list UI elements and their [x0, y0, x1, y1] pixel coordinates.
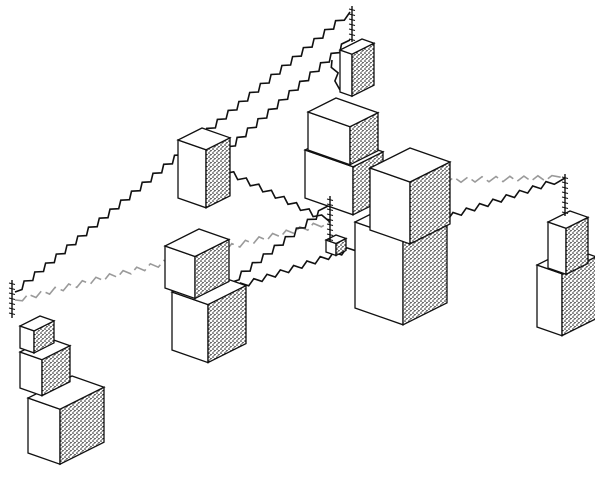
right-tower-upper-block [548, 211, 588, 274]
top-small-tower-block-left-face [340, 50, 352, 96]
large-right-upper-block [370, 148, 450, 244]
tilted-upper-left-block-left-face [178, 140, 206, 208]
link-top-tower-internal [331, 60, 340, 90]
right-tower-lower-block-left-face [537, 265, 562, 336]
top-antenna-mast [349, 6, 355, 42]
right-antenna-mast [562, 174, 568, 216]
top-small-tower-block [340, 39, 374, 96]
central-small-box [326, 235, 346, 256]
right-tower-upper-block-left-face [548, 222, 566, 274]
building-blocks [20, 39, 595, 464]
antenna-masts [9, 6, 568, 318]
radio-links [15, 12, 565, 301]
tilted-upper-left-block [178, 128, 230, 208]
left-antenna-mast [9, 280, 15, 318]
